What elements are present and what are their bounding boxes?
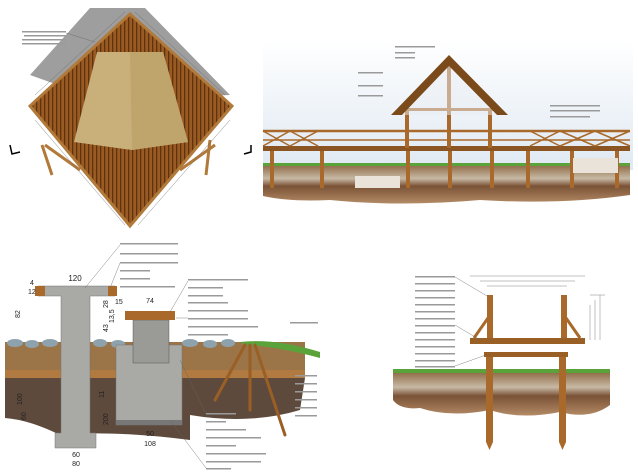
inner-footing xyxy=(132,319,170,364)
dim-stem-a: 60 xyxy=(72,452,80,459)
wood-beam-left xyxy=(35,286,45,296)
callout-box xyxy=(573,158,618,173)
dim-depth-b: 60 xyxy=(21,412,28,420)
foundation-section: 120 4 12 82 15 74 28 13,5 43 100 60 11 2… xyxy=(5,243,320,470)
deck xyxy=(263,146,630,151)
dimension-line xyxy=(137,119,231,226)
grass-strip xyxy=(393,369,610,373)
frame-section xyxy=(393,275,610,450)
roof-plan xyxy=(9,8,252,229)
frame-posts xyxy=(486,295,567,450)
dim-cap-h2: 13,5 xyxy=(109,309,116,323)
dim-height-left: 82 xyxy=(15,310,22,318)
dim-depth-c: 11 xyxy=(99,391,106,398)
wood-cap xyxy=(125,311,175,320)
grass-strip xyxy=(263,163,630,166)
dimension-line xyxy=(134,11,226,96)
roof-underside xyxy=(402,66,497,115)
dim-foot-outer: 108 xyxy=(144,441,156,448)
soil xyxy=(263,165,630,204)
annotation-leaders xyxy=(415,276,488,368)
wood-beam-right xyxy=(108,286,117,296)
railing-right xyxy=(204,139,212,176)
annotation-block xyxy=(22,31,96,45)
dim-stem-b: 80 xyxy=(72,461,80,468)
gazebo-elevation xyxy=(262,40,633,204)
dim-block-h: 43 xyxy=(103,324,110,332)
section-marker-left xyxy=(9,144,21,155)
annotation-leaders xyxy=(84,243,318,470)
cross-beam xyxy=(484,352,568,357)
section-marker-right xyxy=(243,145,252,155)
annotation-block xyxy=(355,46,618,188)
soil xyxy=(393,372,610,416)
dim-slab-a: 4 xyxy=(30,280,34,287)
stones xyxy=(7,339,235,348)
grass-slope xyxy=(240,341,320,358)
dimension-lines xyxy=(470,275,605,340)
top-beam xyxy=(470,338,585,344)
dim-slab-b: 12 xyxy=(28,289,36,296)
callout-box xyxy=(355,176,400,188)
dim-depth-a: 100 xyxy=(17,393,24,405)
railing-left xyxy=(40,144,54,176)
dimension-line xyxy=(34,119,126,226)
dim-top-width: 120 xyxy=(68,274,82,283)
thatch-shade xyxy=(130,52,188,150)
dim-cap-width: 74 xyxy=(146,298,154,305)
block-base xyxy=(116,420,182,425)
dim-gap: 15 xyxy=(115,299,123,306)
railing xyxy=(262,129,631,147)
dimension-line xyxy=(34,11,126,96)
dim-depth-d: 200 xyxy=(103,413,110,425)
braces xyxy=(472,317,582,339)
dim-cap-h1: 28 xyxy=(103,300,110,308)
dim-foot-inner: 50 xyxy=(146,431,154,438)
gable-roof xyxy=(391,55,508,115)
stakes xyxy=(213,343,287,437)
dimension-labels: 120 4 12 82 15 74 28 13,5 43 100 60 11 2… xyxy=(15,274,156,468)
